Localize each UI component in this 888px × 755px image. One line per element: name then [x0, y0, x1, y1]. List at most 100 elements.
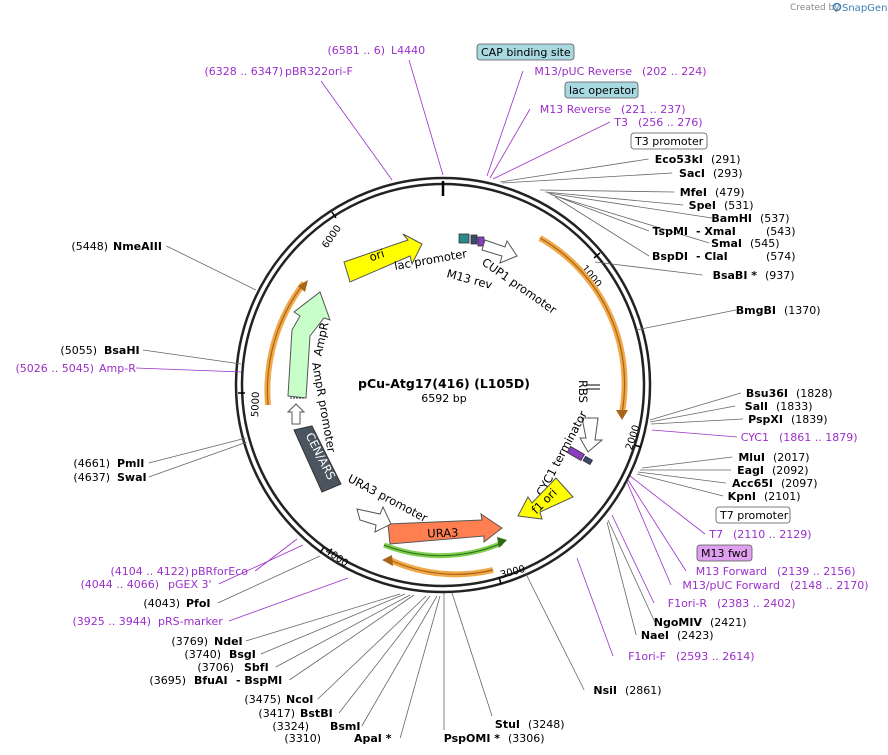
- primer-amp-r-label: Amp-R: [99, 362, 136, 375]
- enzyme-sali-position: (1833): [776, 400, 813, 413]
- feature-ampr-label: AmpR: [311, 321, 332, 358]
- leader-pgex-3: [218, 544, 304, 585]
- leader-bfuai: [289, 594, 415, 681]
- feature-cup1-promoter[interactable]: [481, 239, 518, 264]
- leader-prs-marker: [228, 577, 349, 622]
- primer-pbr322ori-f-label: pBR322ori-F: [285, 65, 353, 78]
- t7-promoter-label: T7 promoter: [719, 509, 789, 522]
- enzyme-eagi-position: (2092): [772, 464, 809, 477]
- enzyme-bspmi-label: - BspMI: [236, 674, 282, 687]
- enzyme-bsmi-position: (3324): [272, 720, 309, 733]
- primer-prs-marker-label: pRS-marker: [158, 615, 223, 628]
- primer-pgex-3-position: (4044 .. 4066): [80, 578, 159, 591]
- enzyme-ngomiv-label: NgoMIV: [654, 616, 703, 629]
- enzyme-bsgi-label: BsgI: [229, 648, 256, 661]
- feature-cyc1-terminator[interactable]: [579, 417, 604, 453]
- leader-m13-puc-forward: [626, 481, 672, 586]
- enzyme-mlui-label: MluI: [738, 451, 765, 464]
- leader-bstbi: [338, 595, 431, 714]
- enzyme-bamhi-label: BamHI: [711, 212, 752, 225]
- primer-f1ori-f-label: F1ori-F: [628, 650, 666, 663]
- leader-acc65i: [637, 471, 726, 484]
- leader-bsmi: [361, 595, 438, 727]
- enzyme-stui-position: (3248): [528, 718, 565, 731]
- enzyme-nmeaiii-position: (5448): [71, 240, 108, 253]
- primer-t7-position: (2110 .. 2129): [733, 528, 812, 541]
- primer-prs-marker-position: (3925 .. 3944): [72, 615, 151, 628]
- enzyme-clai-label: - ClaI: [696, 250, 728, 263]
- leader-sali: [649, 405, 736, 423]
- enzyme-sali-label: SalI: [745, 400, 768, 413]
- feature-ampr[interactable]: [287, 291, 331, 399]
- enzyme-pfoi-position: (4043): [143, 597, 180, 610]
- t3-promoter-label: T3 promoter: [634, 135, 704, 148]
- enzyme-nmeaiii-label: NmeAIII: [113, 240, 162, 253]
- enzyme-stui-label: StuI: [495, 718, 520, 731]
- primer-f1ori-r-label: F1ori-R: [668, 597, 708, 610]
- leader-pspxi: [650, 418, 744, 425]
- enzyme-mfei-position: (479): [715, 186, 745, 199]
- enzyme-ngomiv-position: (2421): [710, 616, 747, 629]
- leader-kpni: [636, 473, 724, 497]
- enzyme-saci-label: SacI: [679, 167, 705, 180]
- enzyme-swai-label: SwaI: [117, 471, 147, 484]
- enzyme-nsii-label: NsiI: [593, 684, 617, 697]
- t7-promoter-box[interactable]: [715, 506, 791, 524]
- feature-f1-ori[interactable]: [517, 477, 574, 520]
- cap-binding-site-box[interactable]: [476, 43, 575, 61]
- cap-binding-site-label: CAP binding site: [481, 46, 571, 59]
- feature-ura3-promoter[interactable]: [356, 505, 392, 533]
- enzyme-bsgi-position: (3740): [184, 648, 221, 661]
- enzyme-bmgbi-position: (1370): [784, 304, 821, 317]
- feature-cap-site[interactable]: [458, 233, 470, 244]
- enzyme-pspxi-label: PspXI: [748, 413, 783, 426]
- lac-operator-label: lac operator: [569, 84, 636, 97]
- m13-fwd-box[interactable]: [696, 544, 753, 562]
- enzyme-pspomi-label: PspOMI *: [444, 732, 501, 745]
- leader-nmeaiii: [166, 245, 257, 291]
- leader-ncoi: [317, 595, 427, 700]
- t3-promoter-box[interactable]: [630, 132, 708, 150]
- enzyme-bmgbi-label: BmgBI: [736, 304, 776, 317]
- leader-mlui: [641, 456, 733, 469]
- feature-cen-ars[interactable]: [293, 425, 342, 493]
- enzyme-bsahi-position: (5055): [60, 344, 97, 357]
- enzyme-naei-label: NaeI: [641, 629, 669, 642]
- feature-lac-operator[interactable]: [470, 234, 478, 245]
- enzyme-sbfi-position: (3706): [197, 661, 234, 674]
- feature-ura3[interactable]: [387, 512, 503, 545]
- leader-t7: [629, 475, 706, 535]
- enzyme-eco53ki-position: (291): [711, 153, 741, 166]
- enzyme-bsmi-label: BsmI: [330, 720, 361, 733]
- enzyme-pfoi-label: PfoI: [186, 597, 211, 610]
- lac-operator-box[interactable]: [564, 81, 639, 99]
- enzyme-tspmi-position: (543): [766, 225, 796, 238]
- feature-m13-rev[interactable]: [477, 236, 485, 247]
- plasmid-name: pCu-Atg17(416) (L105D): [358, 376, 530, 391]
- feature-t7-promoter-mark[interactable]: [566, 445, 585, 462]
- primer-m13-forward-label: M13 Forward: [696, 565, 767, 578]
- leader-bamhi: [547, 192, 713, 219]
- primer-l4440-position: (6581 .. 6): [327, 44, 385, 57]
- leader-pfoi: [217, 555, 321, 604]
- enzyme-bsu36i-position: (1828): [796, 387, 833, 400]
- enzyme-bfuai-label: BfuAI: [194, 674, 228, 687]
- primer-t3-label: T3: [613, 116, 628, 129]
- leader-nsii: [525, 573, 585, 691]
- feature-ampr-promoter[interactable]: [286, 403, 306, 425]
- enzyme-eco53ki-label: Eco53kI: [655, 153, 703, 166]
- enzyme-spei-position: (531): [724, 199, 754, 212]
- primer-cyc1-label: CYC1: [741, 431, 769, 444]
- enzyme-tspmi-label: TspMI: [652, 225, 688, 238]
- tick-3000: 3000: [499, 564, 526, 581]
- leader-pbr322ori-f: [320, 80, 393, 181]
- primer-pbrforeco-position: (4104 .. 4122): [110, 565, 189, 578]
- leader-cyc1: [651, 429, 738, 438]
- primer-m13-reverse-position: (221 .. 237): [621, 103, 686, 116]
- primer-t3-position: (256 .. 276): [638, 116, 703, 129]
- enzyme-sbfi-label: SbfI: [244, 661, 269, 674]
- backbone-outer: [234, 176, 652, 594]
- feature-ori[interactable]: [343, 233, 423, 283]
- primer-f1ori-f-position: (2593 .. 2614): [676, 650, 755, 663]
- enzyme-apai-label: ApaI *: [354, 732, 392, 745]
